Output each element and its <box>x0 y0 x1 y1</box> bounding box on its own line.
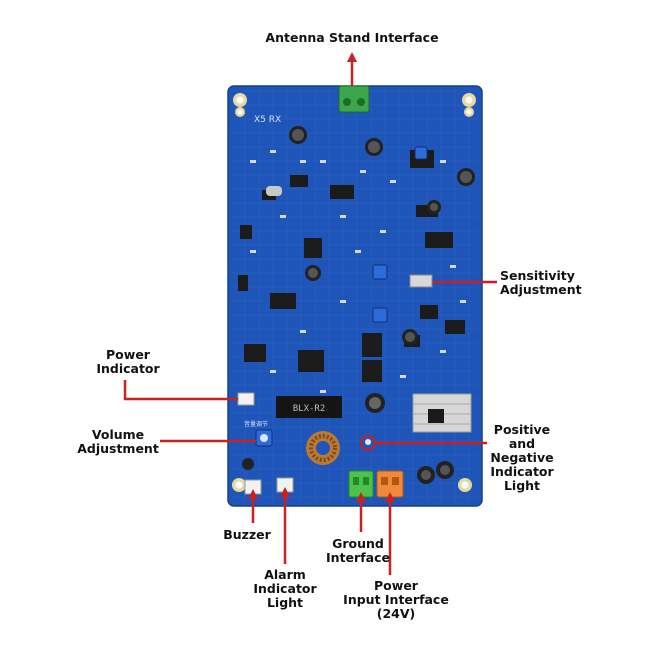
power-indicator-label-line2: Indicator <box>96 361 160 376</box>
alarm-connector <box>276 477 294 493</box>
volume-label-line1: Volume <box>91 427 145 442</box>
alarm-indicator-label: Alarm Indicator Light <box>253 568 316 610</box>
alarm-label-line1: Alarm <box>264 567 306 582</box>
antenna-label: Antenna Stand Interface <box>265 31 438 45</box>
ground-label-line1: Ground <box>332 536 384 551</box>
buzzer-connector <box>244 479 262 495</box>
power-input-label-line3: (24V) <box>376 606 416 621</box>
sensitivity-label-line2: Adjustment <box>500 282 582 297</box>
posneg-ring <box>360 435 376 451</box>
power-indicator-leader <box>123 380 238 401</box>
relay-marking: BLX-R2 <box>293 404 326 414</box>
ground-interface-label: Ground Interface <box>326 537 390 565</box>
sensitivity-label: Sensitivity Adjustment <box>500 269 582 297</box>
ground-label-line2: Interface <box>326 550 390 565</box>
capacitors <box>242 126 475 484</box>
power-indicator-connector <box>237 392 255 406</box>
power-input-label-line2: Input Interface <box>343 592 449 607</box>
buzzer-label: Buzzer <box>223 528 271 542</box>
buzzer-label-text: Buzzer <box>223 527 271 542</box>
posneg-led <box>365 439 371 445</box>
alarm-label-line2: Indicator <box>253 581 317 596</box>
antenna-connector <box>338 85 370 113</box>
sensitivity-pot-housing <box>409 274 433 288</box>
trim-potentiometers <box>255 146 428 447</box>
mounting-holes <box>232 93 476 492</box>
toroid-inductor <box>306 431 340 465</box>
posneg-label-line1: Positive <box>493 422 551 437</box>
ground-connector <box>348 470 374 498</box>
power-indicator-label: Power Indicator <box>96 348 159 376</box>
model-silkscreen: X5 RX <box>254 115 281 125</box>
power-input-label: Power Input Interface (24V) <box>343 579 449 621</box>
crystal <box>266 186 282 196</box>
posneg-label-line3: Negative <box>490 450 554 465</box>
antenna-label-text: Antenna Stand Interface <box>265 30 439 45</box>
volume-label-line2: Adjustment <box>77 441 159 456</box>
posneg-label-line2: and <box>508 436 536 451</box>
ic-chips <box>238 150 465 382</box>
smd-parts <box>250 150 466 393</box>
volume-label: Volume Adjustment <box>77 428 159 456</box>
sensitivity-label-line1: Sensitivity <box>500 268 575 283</box>
power-input-connector <box>376 470 404 498</box>
posneg-indicator-label: Positive and Negative Indicator Light <box>490 423 553 493</box>
heatsink <box>412 393 472 433</box>
posneg-label-line4: Indicator <box>490 464 554 479</box>
relay <box>276 396 342 418</box>
callout-lines <box>123 52 497 575</box>
power-indicator-label-line1: Power <box>106 347 150 362</box>
volume-silkscreen: 音量调节 <box>244 420 268 428</box>
posneg-label-line5: Light <box>503 478 541 493</box>
alarm-label-line3: Light <box>266 595 304 610</box>
power-input-label-line1: Power <box>374 578 418 593</box>
